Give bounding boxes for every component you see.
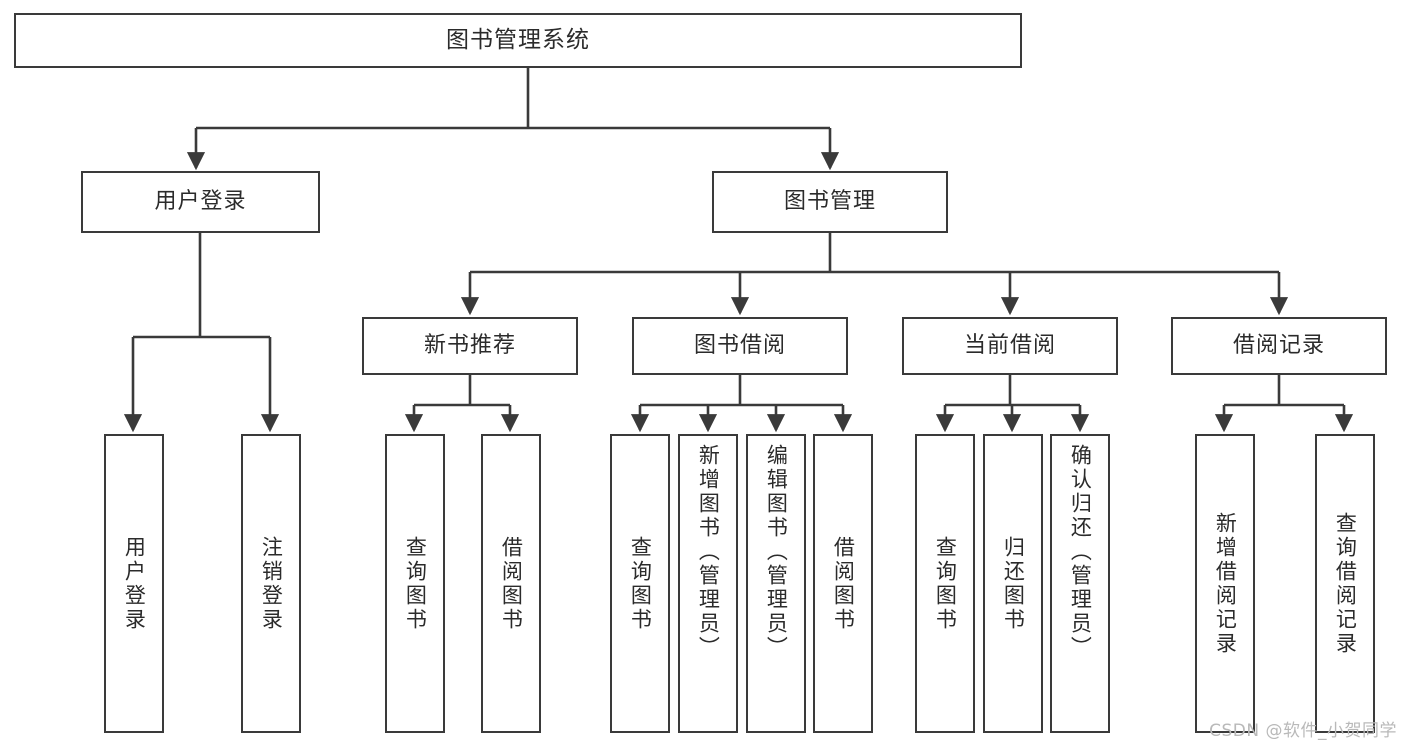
leaf-record-query-record[interactable]: 查询借阅记录 — [1315, 434, 1375, 733]
leaf-current-confirm-return-admin[interactable]: 确认归还（管理员） — [1050, 434, 1110, 733]
node-new-book-recommend[interactable]: 新书推荐 — [362, 317, 578, 375]
node-borrow-record[interactable]: 借阅记录 — [1171, 317, 1387, 375]
node-label: 新书推荐 — [423, 332, 516, 358]
node-label: 注销登录 — [259, 535, 284, 632]
node-label: 用户登录 — [122, 535, 147, 632]
leaf-new-book-borrow-book[interactable]: 借阅图书 — [481, 434, 541, 733]
leaf-borrow-add-book-admin[interactable]: 新增图书（管理员） — [678, 434, 738, 733]
node-label: 新增图书（管理员） — [696, 444, 721, 660]
node-label: 借阅记录 — [1232, 332, 1325, 358]
node-label: 查询图书 — [403, 535, 428, 632]
leaf-current-query-book[interactable]: 查询图书 — [915, 434, 975, 733]
node-label: 查询图书 — [628, 535, 653, 632]
node-user-login[interactable]: 用户登录 — [81, 171, 320, 233]
csdn-watermark: CSDN @软件_小贺同学 — [1209, 721, 1397, 741]
node-label: 用户登录 — [154, 188, 247, 214]
node-label: 图书管理 — [783, 188, 876, 214]
node-label: 查询图书 — [933, 535, 958, 632]
node-book-management[interactable]: 图书管理 — [712, 171, 948, 233]
leaf-user-login-logout[interactable]: 注销登录 — [241, 434, 301, 733]
node-label: 图书借阅 — [693, 332, 786, 358]
leaf-record-add-record[interactable]: 新增借阅记录 — [1195, 434, 1255, 733]
node-label: 查询借阅记录 — [1333, 511, 1358, 656]
node-book-borrow[interactable]: 图书借阅 — [632, 317, 848, 375]
node-root-system[interactable]: 图书管理系统 — [14, 13, 1022, 68]
node-current-borrow[interactable]: 当前借阅 — [902, 317, 1118, 375]
leaf-borrow-edit-book-admin[interactable]: 编辑图书（管理员） — [746, 434, 806, 733]
node-label: 编辑图书（管理员） — [764, 444, 789, 660]
node-label: 确认归还（管理员） — [1068, 444, 1093, 660]
leaf-current-return-book[interactable]: 归还图书 — [983, 434, 1043, 733]
node-label: 图书管理系统 — [446, 26, 590, 53]
leaf-borrow-query-book[interactable]: 查询图书 — [610, 434, 670, 733]
node-label: 借阅图书 — [831, 535, 856, 632]
node-label: 当前借阅 — [963, 332, 1056, 358]
node-label: 新增借阅记录 — [1213, 511, 1238, 656]
leaf-user-login-login[interactable]: 用户登录 — [104, 434, 164, 733]
leaf-borrow-borrow-book[interactable]: 借阅图书 — [813, 434, 873, 733]
node-label: 归还图书 — [1001, 535, 1026, 632]
leaf-new-book-query-book[interactable]: 查询图书 — [385, 434, 445, 733]
node-label: 借阅图书 — [499, 535, 524, 632]
